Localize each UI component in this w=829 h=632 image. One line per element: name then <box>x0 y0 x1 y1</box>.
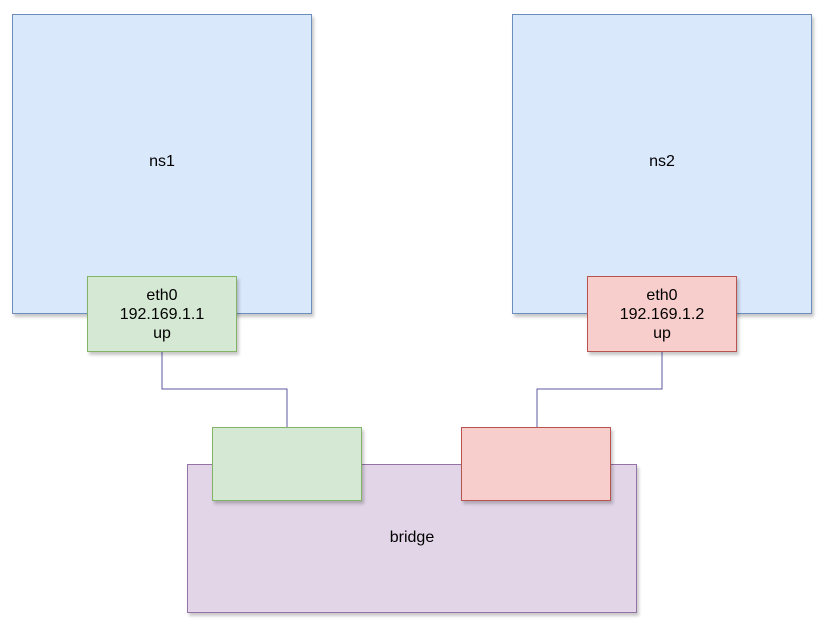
interface-ip: 192.169.1.1 <box>119 305 205 323</box>
namespace-label: ns1 <box>149 153 175 170</box>
interface-state: up <box>653 324 671 342</box>
interface-ip: 192.169.1.2 <box>619 305 705 323</box>
interface-name: eth0 <box>146 286 178 304</box>
connector-eth0-ns2-to-bridge-port-2 <box>536 352 663 427</box>
interface-eth0-ns1[interactable]: eth0 192.169.1.1 up <box>87 276 237 352</box>
bridge-port-red[interactable] <box>461 427 611 501</box>
bridge-port-green[interactable] <box>212 427 362 501</box>
namespace-ns1[interactable]: ns1 <box>12 14 312 314</box>
connector-eth0-ns1-to-bridge-port-1 <box>161 352 288 427</box>
bridge-label: bridge <box>389 529 435 546</box>
namespace-ns2[interactable]: ns2 <box>512 14 812 314</box>
interface-state: up <box>153 324 171 342</box>
interface-name: eth0 <box>646 286 678 304</box>
namespace-label: ns2 <box>649 153 675 170</box>
interface-eth0-ns2[interactable]: eth0 192.169.1.2 up <box>587 276 737 352</box>
